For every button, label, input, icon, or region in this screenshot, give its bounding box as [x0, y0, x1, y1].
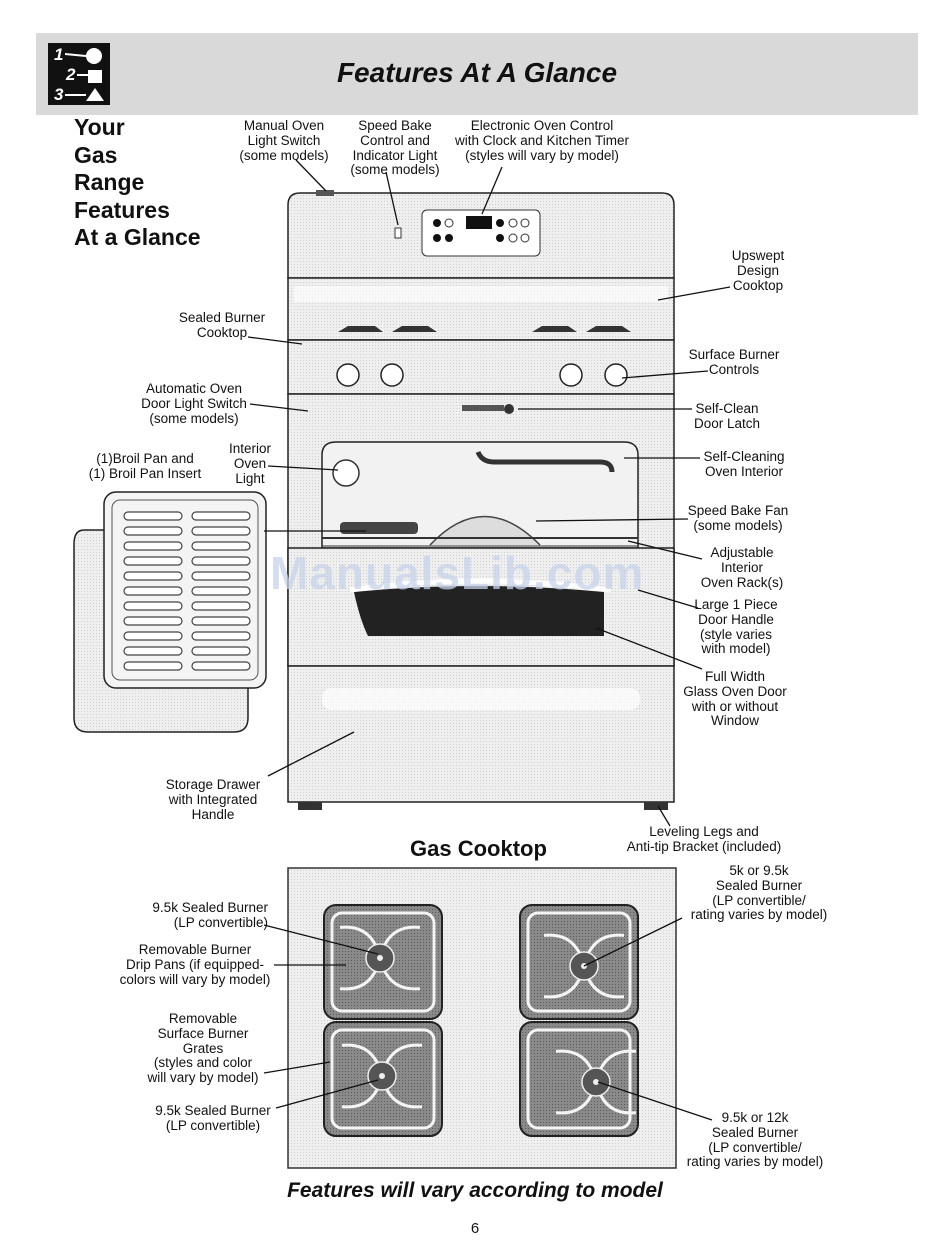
svg-text:1: 1: [54, 45, 63, 64]
label-grates: Removable Surface Burner Grates (styles …: [147, 1011, 259, 1086]
label-burner-12k: 9.5k or 12k Sealed Burner (LP convertibl…: [686, 1110, 824, 1170]
leader-lines: [247, 159, 731, 1121]
label-leveling-legs: Leveling Legs and Anti-tip Bracket (incl…: [626, 824, 782, 854]
section-heading: Your Gas Range Features At a Glance: [74, 114, 201, 250]
label-broil-pan: (1)Broil Pan and (1) Broil Pan Insert: [88, 451, 202, 481]
svg-text:2: 2: [65, 65, 76, 84]
steps-logo-icon: 1 2 3: [48, 43, 110, 105]
label-self-clean-door-latch: Self-Clean Door Latch: [693, 401, 761, 431]
label-glass-oven-door: Full Width Glass Oven Door with or witho…: [683, 669, 787, 729]
label-electronic-oven-control: Electronic Oven Control with Clock and K…: [454, 118, 630, 163]
gas-range-drawing: [287, 190, 675, 810]
page-title: Features At A Glance: [336, 57, 618, 88]
label-speed-bake-control: Speed Bake Control and Indicator Light (…: [350, 118, 440, 178]
label-automatic-oven-door-light-switch: Automatic Oven Door Light Switch (some m…: [141, 381, 247, 426]
svg-text:3: 3: [54, 85, 64, 104]
label-storage-drawer: Storage Drawer with Integrated Handle: [165, 777, 261, 822]
page-number: 6: [470, 1220, 480, 1237]
label-surface-burner-controls: Surface Burner Controls: [688, 347, 780, 377]
label-adjustable-oven-racks: Adjustable Interior Oven Rack(s): [700, 545, 784, 590]
gas-cooktop-drawing: [287, 867, 677, 1169]
broil-pan-drawing: [73, 491, 267, 733]
label-interior-oven-light: Interior Oven Light: [228, 441, 272, 486]
label-door-handle: Large 1 Piece Door Handle (style varies …: [694, 597, 778, 657]
label-burner-9-5k-top: 9.5k Sealed Burner (LP convertible): [152, 900, 268, 930]
label-upswept-design-cooktop: Upswept Design Cooktop: [731, 248, 785, 293]
gas-cooktop-title: Gas Cooktop: [410, 836, 547, 861]
label-sealed-burner-cooktop: Sealed Burner Cooktop: [178, 310, 266, 340]
header-banner: 1 2 3 Features At A Glance: [36, 33, 918, 115]
label-drip-pans: Removable Burner Drip Pans (if equipped-…: [119, 942, 271, 987]
label-burner-9-5k-bottom: 9.5k Sealed Burner (LP convertible): [155, 1103, 271, 1133]
label-speed-bake-fan: Speed Bake Fan (some models): [687, 503, 789, 533]
watermark: ManualsLib.com: [270, 547, 645, 599]
label-burner-5k: 5k or 9.5k Sealed Burner (LP convertible…: [690, 863, 828, 923]
footer-note: Features will vary according to model: [287, 1179, 663, 1202]
label-manual-oven-light-switch: Manual Oven Light Switch (some models): [239, 118, 329, 163]
label-self-cleaning-oven-interior: Self-Cleaning Oven Interior: [703, 449, 785, 479]
